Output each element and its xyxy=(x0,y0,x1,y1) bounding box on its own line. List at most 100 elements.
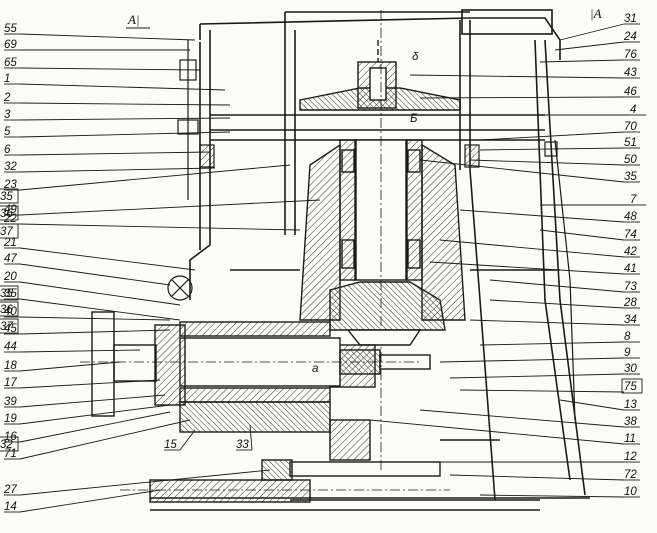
callout-15: 15 xyxy=(164,439,177,451)
leader-line xyxy=(419,96,625,99)
callout-72: 72 xyxy=(624,469,637,481)
leader-line xyxy=(539,59,625,63)
callout-3: 3 xyxy=(4,109,11,121)
vertical-spindle xyxy=(339,10,423,470)
callout-9: 9 xyxy=(624,347,631,359)
leader-line xyxy=(19,349,141,353)
callout-37b: 37 xyxy=(0,321,13,333)
callout-46: 46 xyxy=(624,86,637,98)
mark-a: a xyxy=(312,363,318,375)
callout-33: 33 xyxy=(236,439,249,451)
callout-38: 38 xyxy=(624,416,637,428)
callout-35a: 35 xyxy=(0,191,13,203)
top-gear-assembly xyxy=(299,40,461,111)
callout-box xyxy=(0,188,19,204)
leader-line xyxy=(19,329,171,335)
leader-line xyxy=(19,199,321,216)
lower-assembly xyxy=(120,401,450,503)
callout-42: 42 xyxy=(624,246,637,258)
callout-36b: 36 xyxy=(0,304,13,316)
callout-box xyxy=(0,223,19,239)
leader-line xyxy=(489,299,625,309)
leader-line xyxy=(19,361,121,372)
callout-47: 47 xyxy=(4,253,17,265)
leader-line xyxy=(19,316,171,321)
callout-box xyxy=(0,285,19,301)
leader-line xyxy=(479,494,625,498)
callout-74: 74 xyxy=(624,229,637,241)
leader-line xyxy=(439,357,625,363)
side-linkage xyxy=(464,139,576,421)
leader-line xyxy=(19,83,226,91)
callout-51: 51 xyxy=(624,137,637,149)
leader-line xyxy=(449,474,625,481)
callout-35r: 35 xyxy=(624,171,637,183)
callout-35b: 35 xyxy=(4,288,17,300)
leader-line xyxy=(19,404,171,425)
leader-line xyxy=(369,419,625,445)
leader-line xyxy=(19,379,161,389)
leader-line xyxy=(539,229,625,241)
callout-36a: 36 xyxy=(0,208,13,220)
leader-line xyxy=(469,159,625,166)
leader-line xyxy=(489,279,625,293)
callout-24: 24 xyxy=(623,31,637,43)
leader-line xyxy=(439,239,625,258)
callout-37a: 37 xyxy=(0,226,13,238)
callout-73: 73 xyxy=(624,281,637,293)
callout-45: 45 xyxy=(4,323,17,335)
leader-line xyxy=(559,399,625,411)
leader-line xyxy=(19,419,191,460)
callout-box xyxy=(0,205,19,221)
leader-line xyxy=(479,147,625,151)
callout-box xyxy=(0,301,19,317)
callout-34: 34 xyxy=(624,314,637,326)
leader-line xyxy=(469,319,625,326)
cone-housing xyxy=(299,143,466,321)
leader-line xyxy=(19,167,216,173)
callout-7: 7 xyxy=(630,194,637,206)
mark-b: Б xyxy=(410,113,418,125)
mark-delta: δ xyxy=(412,51,419,63)
callout-48: 48 xyxy=(624,211,637,223)
leader-line xyxy=(419,409,625,428)
callout-box xyxy=(621,378,643,394)
callouts-right: 3124764346470515035748744241732834893075… xyxy=(621,13,643,498)
leader-line xyxy=(19,298,181,321)
callout-55: 55 xyxy=(4,23,17,35)
callout-box xyxy=(0,318,19,334)
callout-65: 65 xyxy=(4,57,17,69)
callout-32a: 32 xyxy=(4,161,17,173)
callout-21: 21 xyxy=(3,237,17,249)
leader-line xyxy=(19,263,171,286)
callout-40: 40 xyxy=(4,306,17,318)
callout-28: 28 xyxy=(623,297,637,309)
callout-4: 4 xyxy=(630,104,636,116)
leader-line xyxy=(19,164,291,191)
horizontal-shaft xyxy=(80,311,431,417)
callouts-left: 5569651235632233536372249214720353536403… xyxy=(0,23,249,513)
section-mark-right: |A xyxy=(590,6,602,21)
leader-line xyxy=(459,389,625,393)
leader-line xyxy=(19,247,196,271)
callout-14: 14 xyxy=(4,501,17,513)
leader-line xyxy=(479,131,625,141)
leader-line xyxy=(459,209,625,223)
callout-75: 75 xyxy=(624,381,637,393)
callout-22: 22 xyxy=(3,213,17,225)
leader-line xyxy=(19,411,171,443)
callout-17: 17 xyxy=(4,377,17,389)
leader-line xyxy=(19,489,161,513)
left-mechanism xyxy=(167,40,215,301)
callout-8: 8 xyxy=(624,331,631,343)
leader-lines-right xyxy=(369,23,646,498)
callout-76: 76 xyxy=(624,49,637,61)
callout-41: 41 xyxy=(624,263,637,275)
leader-line xyxy=(429,261,625,275)
callout-70: 70 xyxy=(624,121,637,133)
callout-31: 31 xyxy=(624,13,637,25)
leader-line xyxy=(559,23,625,41)
callout-27: 27 xyxy=(3,484,17,496)
